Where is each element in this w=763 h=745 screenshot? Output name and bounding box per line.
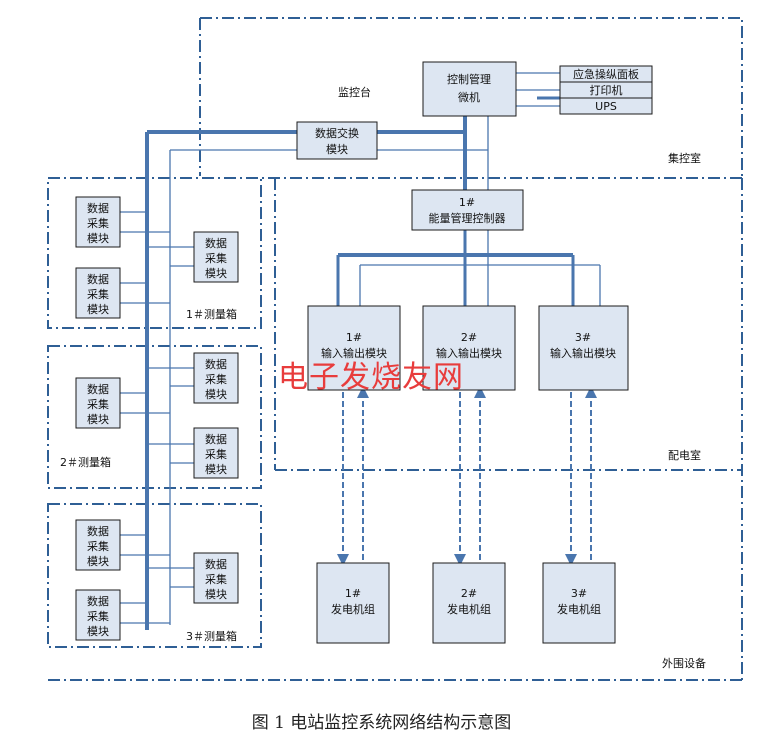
svg-text:模块: 模块 bbox=[205, 588, 227, 601]
svg-text:数据: 数据 bbox=[87, 594, 109, 608]
svg-text:模块: 模块 bbox=[205, 463, 227, 476]
daq-module: 数据 采集 模块 bbox=[75, 589, 121, 641]
data-exchange-node: 数据交换 模块 bbox=[296, 121, 378, 160]
energy-controller-node: 1# 能量管理控制器 bbox=[411, 189, 524, 231]
svg-text:采集: 采集 bbox=[205, 372, 227, 386]
svg-text:输入输出模块: 输入输出模块 bbox=[550, 346, 616, 360]
daq-module: 数据 采集 模块 bbox=[193, 552, 239, 604]
svg-text:采集: 采集 bbox=[205, 572, 227, 586]
zone-jikongshi-frame bbox=[200, 17, 743, 178]
svg-text:2#: 2# bbox=[461, 331, 477, 344]
svg-text:3#: 3# bbox=[575, 331, 591, 344]
svg-text:模块: 模块 bbox=[87, 303, 109, 316]
svg-text:1#: 1# bbox=[345, 587, 361, 600]
generator-2: 2# 发电机组 bbox=[432, 562, 506, 644]
svg-text:数据: 数据 bbox=[87, 201, 109, 215]
energy-label: 能量管理控制器 bbox=[429, 211, 506, 225]
svg-text:数据: 数据 bbox=[205, 357, 227, 371]
watermark-text: 电子发烧友网 bbox=[278, 360, 464, 395]
exchange-line2: 模块 bbox=[326, 143, 348, 156]
daq-module: 数据 采集 模块 bbox=[75, 377, 121, 429]
box2-frame bbox=[47, 345, 262, 489]
energy-num: 1# bbox=[459, 196, 475, 209]
box1-label: 1＃测量箱 bbox=[186, 307, 237, 321]
svg-text:采集: 采集 bbox=[87, 397, 109, 411]
control-pc-node: 控制管理 微机 bbox=[422, 61, 517, 117]
control-pc-line1: 控制管理 bbox=[447, 72, 491, 86]
box2-label: 2＃测量箱 bbox=[60, 455, 111, 469]
io-generator-links bbox=[337, 386, 597, 566]
zone-label-jiankongtai: 监控台 bbox=[338, 85, 371, 99]
svg-text:采集: 采集 bbox=[87, 539, 109, 553]
svg-text:模块: 模块 bbox=[87, 625, 109, 638]
emergency-panel-label: 应急操纵面板 bbox=[573, 67, 639, 81]
svg-text:发电机组: 发电机组 bbox=[447, 602, 491, 616]
printer-label: 打印机 bbox=[590, 83, 623, 97]
generator-3: 3# 发电机组 bbox=[542, 562, 616, 644]
svg-text:采集: 采集 bbox=[87, 287, 109, 301]
zone-frames bbox=[47, 17, 743, 681]
svg-text:采集: 采集 bbox=[87, 216, 109, 230]
daq-module: 数据 采集 模块 bbox=[75, 196, 121, 248]
bus-lines bbox=[145, 96, 575, 630]
io-module-3: 3# 输入输出模块 bbox=[538, 305, 629, 391]
svg-text:模块: 模块 bbox=[205, 388, 227, 401]
box3-label: 3＃测量箱 bbox=[186, 629, 237, 643]
svg-text:数据: 数据 bbox=[205, 557, 227, 571]
exchange-line1: 数据交换 bbox=[315, 126, 359, 140]
daq-module: 数据 采集 模块 bbox=[193, 427, 239, 479]
svg-text:数据: 数据 bbox=[205, 432, 227, 446]
io-module-1: 1# 输入输出模块 bbox=[307, 305, 401, 391]
svg-text:采集: 采集 bbox=[87, 609, 109, 623]
zone-label-peidianshi: 配电室 bbox=[668, 448, 701, 462]
svg-text:采集: 采集 bbox=[205, 251, 227, 265]
svg-text:1#: 1# bbox=[346, 331, 362, 344]
svg-text:数据: 数据 bbox=[205, 236, 227, 250]
generator-sets: 1# 发电机组 2# 发电机组 3# 发电机组 bbox=[316, 562, 616, 644]
svg-text:数据: 数据 bbox=[87, 382, 109, 396]
svg-text:采集: 采集 bbox=[205, 447, 227, 461]
svg-text:3#: 3# bbox=[571, 587, 587, 600]
zone-label-waiwei: 外围设备 bbox=[662, 656, 706, 670]
svg-text:输入输出模块: 输入输出模块 bbox=[321, 346, 387, 360]
thin-lines bbox=[120, 72, 601, 625]
svg-text:模块: 模块 bbox=[87, 555, 109, 568]
svg-text:数据: 数据 bbox=[87, 272, 109, 286]
svg-text:输入输出模块: 输入输出模块 bbox=[436, 346, 502, 360]
svg-text:发电机组: 发电机组 bbox=[331, 602, 375, 616]
io-modules: 1# 输入输出模块 2# 输入输出模块 3# 输入输出模块 bbox=[307, 305, 629, 391]
svg-text:2#: 2# bbox=[461, 587, 477, 600]
generator-1: 1# 发电机组 bbox=[316, 562, 390, 644]
figure-caption: 图 1 电站监控系统网络结构示意图 bbox=[251, 713, 512, 733]
daq-module: 数据 采集 模块 bbox=[75, 519, 121, 571]
ups-label: UPS bbox=[595, 100, 617, 113]
zone-label-jikongshi: 集控室 bbox=[668, 151, 701, 165]
box1-frame bbox=[47, 177, 262, 329]
svg-text:模块: 模块 bbox=[87, 413, 109, 426]
svg-text:模块: 模块 bbox=[87, 232, 109, 245]
daq-module: 数据 采集 模块 bbox=[193, 352, 239, 404]
peripherals: 应急操纵面板 打印机 UPS bbox=[559, 65, 653, 115]
control-pc-line2: 微机 bbox=[458, 90, 480, 104]
io-module-2: 2# 输入输出模块 bbox=[422, 305, 516, 391]
daq-module: 数据 采集 模块 bbox=[75, 267, 121, 319]
svg-text:发电机组: 发电机组 bbox=[557, 602, 601, 616]
svg-text:模块: 模块 bbox=[205, 267, 227, 280]
svg-text:数据: 数据 bbox=[87, 524, 109, 538]
daq-module: 数据 采集 模块 bbox=[193, 231, 239, 283]
daq-modules: 数据 采集 模块 数据 采集 模块 数据 采集 模块 数据 采集 模块 数据 采… bbox=[75, 196, 239, 641]
box3-frame bbox=[47, 503, 262, 648]
